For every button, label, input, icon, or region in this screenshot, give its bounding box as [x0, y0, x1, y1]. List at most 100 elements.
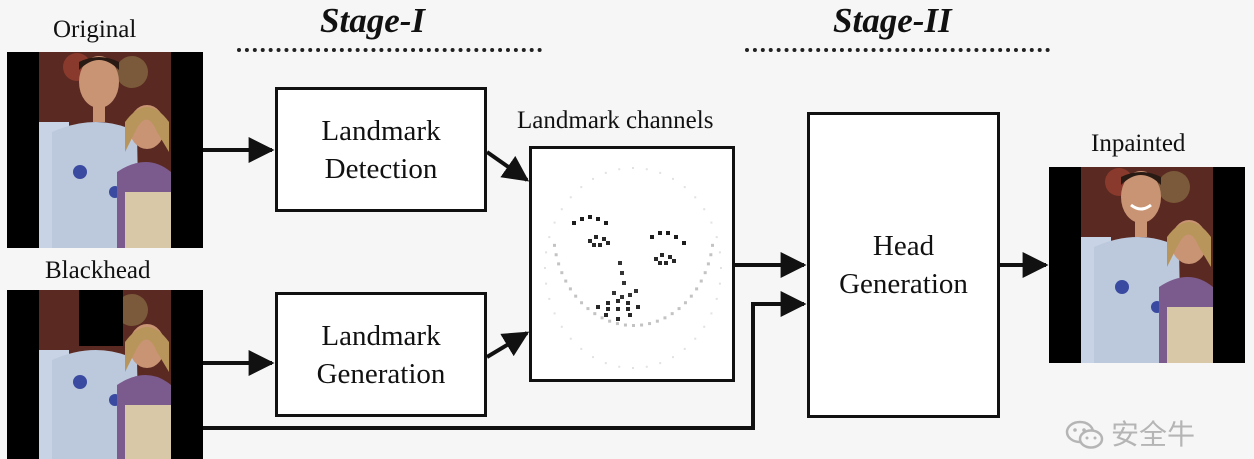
landmark-dot — [718, 251, 721, 254]
landmark-dot — [654, 257, 658, 261]
landmark-dot — [658, 261, 662, 265]
head-generation-line-1: Head — [872, 230, 935, 262]
landmark-channels-panel — [529, 146, 735, 382]
landmark-dot — [715, 297, 718, 300]
landmark-dot — [564, 279, 568, 283]
landmark-generation-line-2: Generation — [316, 357, 446, 390]
landmark-dot — [580, 186, 583, 189]
landmark-dot — [648, 322, 652, 326]
landmark-dot — [545, 282, 548, 285]
landmark-dot — [628, 313, 632, 317]
landmark-dot — [606, 241, 610, 245]
landmark-dot — [695, 287, 699, 291]
landmark-dot — [580, 347, 583, 350]
landmark-dot — [548, 236, 551, 239]
landmark-dot — [671, 177, 674, 180]
landmark-dot — [628, 293, 632, 297]
landmark-dot — [592, 177, 595, 180]
landmark-dot — [640, 323, 644, 327]
landmark-dot — [709, 253, 713, 257]
stage-2-title: Stage-II — [833, 1, 952, 40]
landmark-dot — [604, 221, 608, 225]
landmark-dot — [689, 294, 693, 298]
landmark-dot — [606, 301, 610, 305]
landmark-dot — [612, 291, 616, 295]
landmark-dot — [720, 267, 722, 269]
landmark-dot — [660, 253, 664, 257]
landmark-dot — [645, 365, 648, 368]
original-photo — [7, 52, 203, 248]
landmark-generation-line-1: Landmark — [321, 319, 441, 352]
landmark-dot — [592, 243, 596, 247]
landmark-dot — [659, 362, 662, 365]
landmark-dot — [694, 337, 697, 340]
landmark-dot — [626, 307, 630, 311]
landmark-dot — [580, 301, 584, 305]
landmark-dot — [622, 281, 626, 285]
inpainted-label: Inpainted — [1091, 130, 1186, 157]
landmark-dot — [545, 251, 548, 254]
inpainted-photo — [1049, 167, 1245, 363]
landmark-dot — [560, 208, 563, 211]
landmark-dot — [655, 319, 659, 323]
landmark-dot — [650, 235, 654, 239]
landmark-dot — [659, 171, 662, 174]
stage-1-title: Stage-I — [320, 1, 425, 40]
landmark-dot — [553, 221, 556, 224]
landmark-dot — [568, 287, 572, 291]
landmark-dot — [602, 237, 606, 241]
landmark-dot — [616, 307, 620, 311]
landmark-dot — [604, 362, 607, 365]
landmark-dot — [560, 271, 564, 275]
landmark-dot — [616, 299, 620, 303]
head-generation-box: Head Generation — [807, 112, 1000, 418]
landmark-dot — [668, 255, 672, 259]
landmark-dot — [623, 323, 627, 327]
landmark-dot — [671, 356, 674, 359]
landmark-dot — [594, 235, 598, 239]
landmark-dot — [645, 168, 648, 171]
landmark-dot — [569, 196, 572, 199]
arrow-detection-to-channels — [485, 150, 530, 182]
landmark-dot — [632, 324, 635, 327]
landmark-dot — [658, 231, 662, 235]
landmark-dot — [683, 186, 686, 189]
landmark-dot — [593, 312, 597, 316]
landmark-dot — [596, 217, 600, 221]
landmark-generation-box: Landmark Generation — [275, 292, 487, 417]
landmark-detection-line-1: Landmark — [321, 114, 441, 147]
landmark-dot — [711, 243, 715, 247]
landmark-detection-line-2: Detection — [324, 152, 438, 185]
landmark-dot — [618, 261, 622, 265]
landmark-dot — [569, 337, 572, 340]
landmark-dot — [715, 236, 718, 239]
landmark-dot — [604, 313, 608, 317]
landmark-dot — [666, 231, 670, 235]
landmark-dot — [618, 365, 621, 368]
landmark-dot — [699, 279, 703, 283]
landmark-dot — [672, 259, 676, 263]
landmark-dot — [552, 243, 556, 247]
stage-2-divider — [745, 48, 1050, 52]
landmark-dot — [634, 289, 638, 293]
landmark-dot — [600, 316, 604, 320]
landmark-dot — [664, 261, 668, 265]
landmark-dot — [620, 295, 624, 299]
watermark: 安全牛 — [1065, 420, 1195, 450]
landmark-dot — [670, 312, 674, 316]
landmark-dot — [626, 301, 630, 305]
landmark-channels-label: Landmark channels — [517, 107, 714, 134]
original-label: Original — [53, 16, 137, 43]
landmark-dot — [710, 312, 713, 315]
landmark-dot — [596, 305, 600, 309]
landmark-dot — [554, 253, 558, 257]
landmark-dot — [682, 241, 686, 245]
stage-1-divider — [237, 48, 542, 52]
landmark-dot — [632, 167, 634, 169]
watermark-text: 安全牛 — [1111, 418, 1196, 451]
blackhead-photo — [7, 290, 203, 459]
landmark-dot — [632, 367, 634, 369]
landmark-dot — [620, 271, 624, 275]
landmark-dot — [703, 325, 706, 328]
